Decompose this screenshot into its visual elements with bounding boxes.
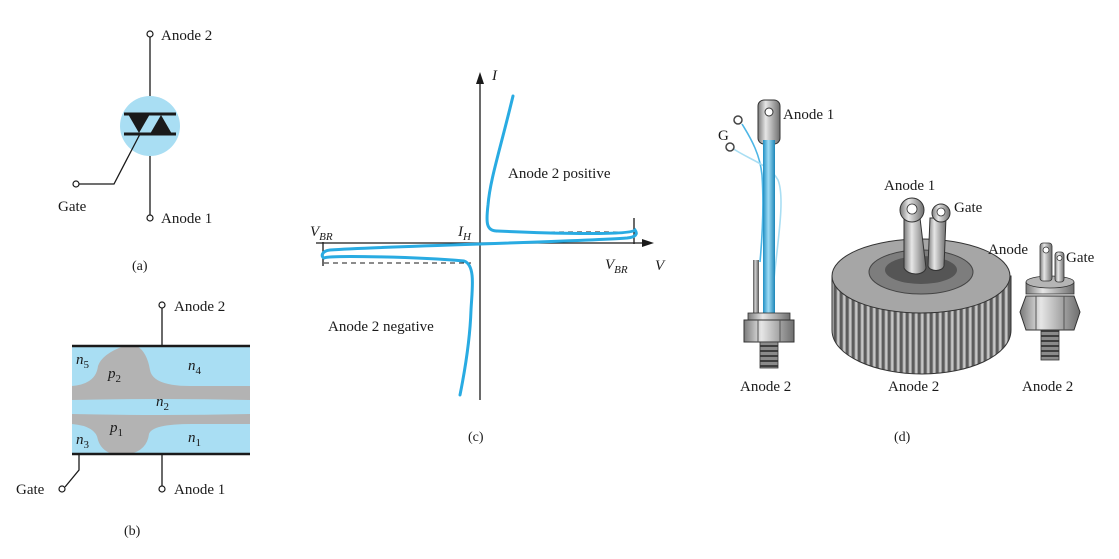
terminal-anode1-a: [146, 214, 154, 222]
symbol-gate-lead: [79, 133, 141, 185]
caption-b: (b): [124, 524, 141, 539]
region-label-n3: n3: [76, 432, 90, 451]
label-gate-a: Gate: [58, 199, 87, 215]
caption-a: (a): [132, 259, 148, 274]
label-ih: IH: [457, 224, 472, 243]
i-axis-arrowhead: [476, 72, 484, 84]
stud-gate-lead-1: [741, 123, 764, 263]
symbol-right-triangle: [150, 115, 172, 134]
stud-top-tab: [757, 99, 781, 145]
caption-d: (d): [894, 430, 911, 445]
terminal-gate-a: [72, 180, 80, 188]
label-anode1-b: Anode 1: [174, 482, 225, 498]
label-i-axis: I: [491, 68, 498, 84]
label-vbr-left: VBR: [310, 224, 333, 243]
region-label-p1: p1: [109, 420, 123, 439]
puck-lug-2-hole: [936, 207, 946, 217]
caption-c: (c): [468, 430, 484, 445]
label-puck-anode1: Anode 1: [884, 178, 935, 194]
curve-positive: [478, 94, 638, 246]
region-label-n4: n4: [188, 358, 202, 377]
region-label-n1: n1: [188, 430, 201, 449]
small-lug-2-hole: [1056, 255, 1063, 261]
stud-rod: [763, 140, 775, 318]
v-axis-arrowhead: [642, 239, 654, 247]
label-anode2-b: Anode 2: [174, 299, 225, 315]
structure-gate-lead: [64, 452, 80, 488]
region-n4: [137, 346, 250, 386]
region-n5: [72, 346, 124, 386]
stud-lower-sleeve: [753, 260, 759, 316]
puck-package-image: Anode 1 Gate Anode 2: [831, 178, 1012, 395]
stud-lug-2: [725, 142, 735, 152]
label-vbr-right: VBR: [605, 257, 628, 276]
label-stud-gate: G: [718, 128, 729, 144]
small-package-image: Anode Gate Anode 2: [988, 242, 1095, 395]
terminal-anode2-b: [158, 301, 166, 309]
curve-negative: [320, 242, 482, 397]
region-label-n5: n5: [76, 352, 90, 371]
region-n2: [72, 399, 250, 415]
panel-a-symbol: Anode 2 Anode 1 Gate (a): [58, 28, 212, 274]
region-label-n2: n2: [156, 394, 169, 413]
region-label-p2: p2: [107, 366, 121, 385]
panel-b-structure: n5 p2 n4 n2 p1 n3 n1 Anode 2 Anode 1 Gat…: [16, 299, 250, 539]
label-anode2-negative: Anode 2 negative: [328, 319, 434, 335]
label-small-anode: Anode: [988, 242, 1028, 258]
puck-terminal-1: [903, 217, 927, 275]
label-puck-gate: Gate: [954, 200, 983, 216]
label-anode1-a: Anode 1: [161, 211, 212, 227]
small-thread: [1040, 329, 1060, 361]
small-lug-1: [1039, 242, 1053, 282]
region-n1: [130, 424, 250, 454]
symbol-background-circle: [120, 96, 180, 156]
region-n3: [72, 424, 112, 454]
stud-gate-lead-2: [731, 147, 782, 301]
label-stud-anode1: Anode 1: [783, 107, 834, 123]
symbol-left-triangle: [128, 114, 150, 133]
label-small-gate: Gate: [1066, 250, 1095, 266]
terminal-anode2-a: [146, 30, 154, 38]
puck-lug-1-hole: [906, 203, 918, 215]
stud-tab-hole: [764, 107, 774, 117]
label-anode2-a: Anode 2: [161, 28, 212, 44]
stud-thread: [759, 341, 779, 369]
label-gate-b: Gate: [16, 482, 45, 498]
terminal-gate-b: [58, 485, 66, 493]
label-v-axis: V: [655, 258, 666, 274]
small-lug-1-hole: [1042, 246, 1050, 254]
label-stud-anode2: Anode 2: [740, 379, 791, 395]
label-puck-anode2: Anode 2: [888, 379, 939, 395]
panel-c-characteristic: I V VBR VBR IH Anode 2 positive Anode 2 …: [310, 68, 666, 445]
small-hex-nut: [1019, 295, 1081, 331]
stud-hex-nut: [743, 319, 795, 343]
stud-package-image: G Anode 1 Anode 2: [718, 99, 834, 395]
label-small-anode2: Anode 2: [1022, 379, 1073, 395]
puck-terminal-2: [927, 217, 947, 271]
terminal-anode1-b: [158, 485, 166, 493]
stud-lug-1: [733, 115, 743, 125]
label-anode2-positive: Anode 2 positive: [508, 166, 611, 182]
